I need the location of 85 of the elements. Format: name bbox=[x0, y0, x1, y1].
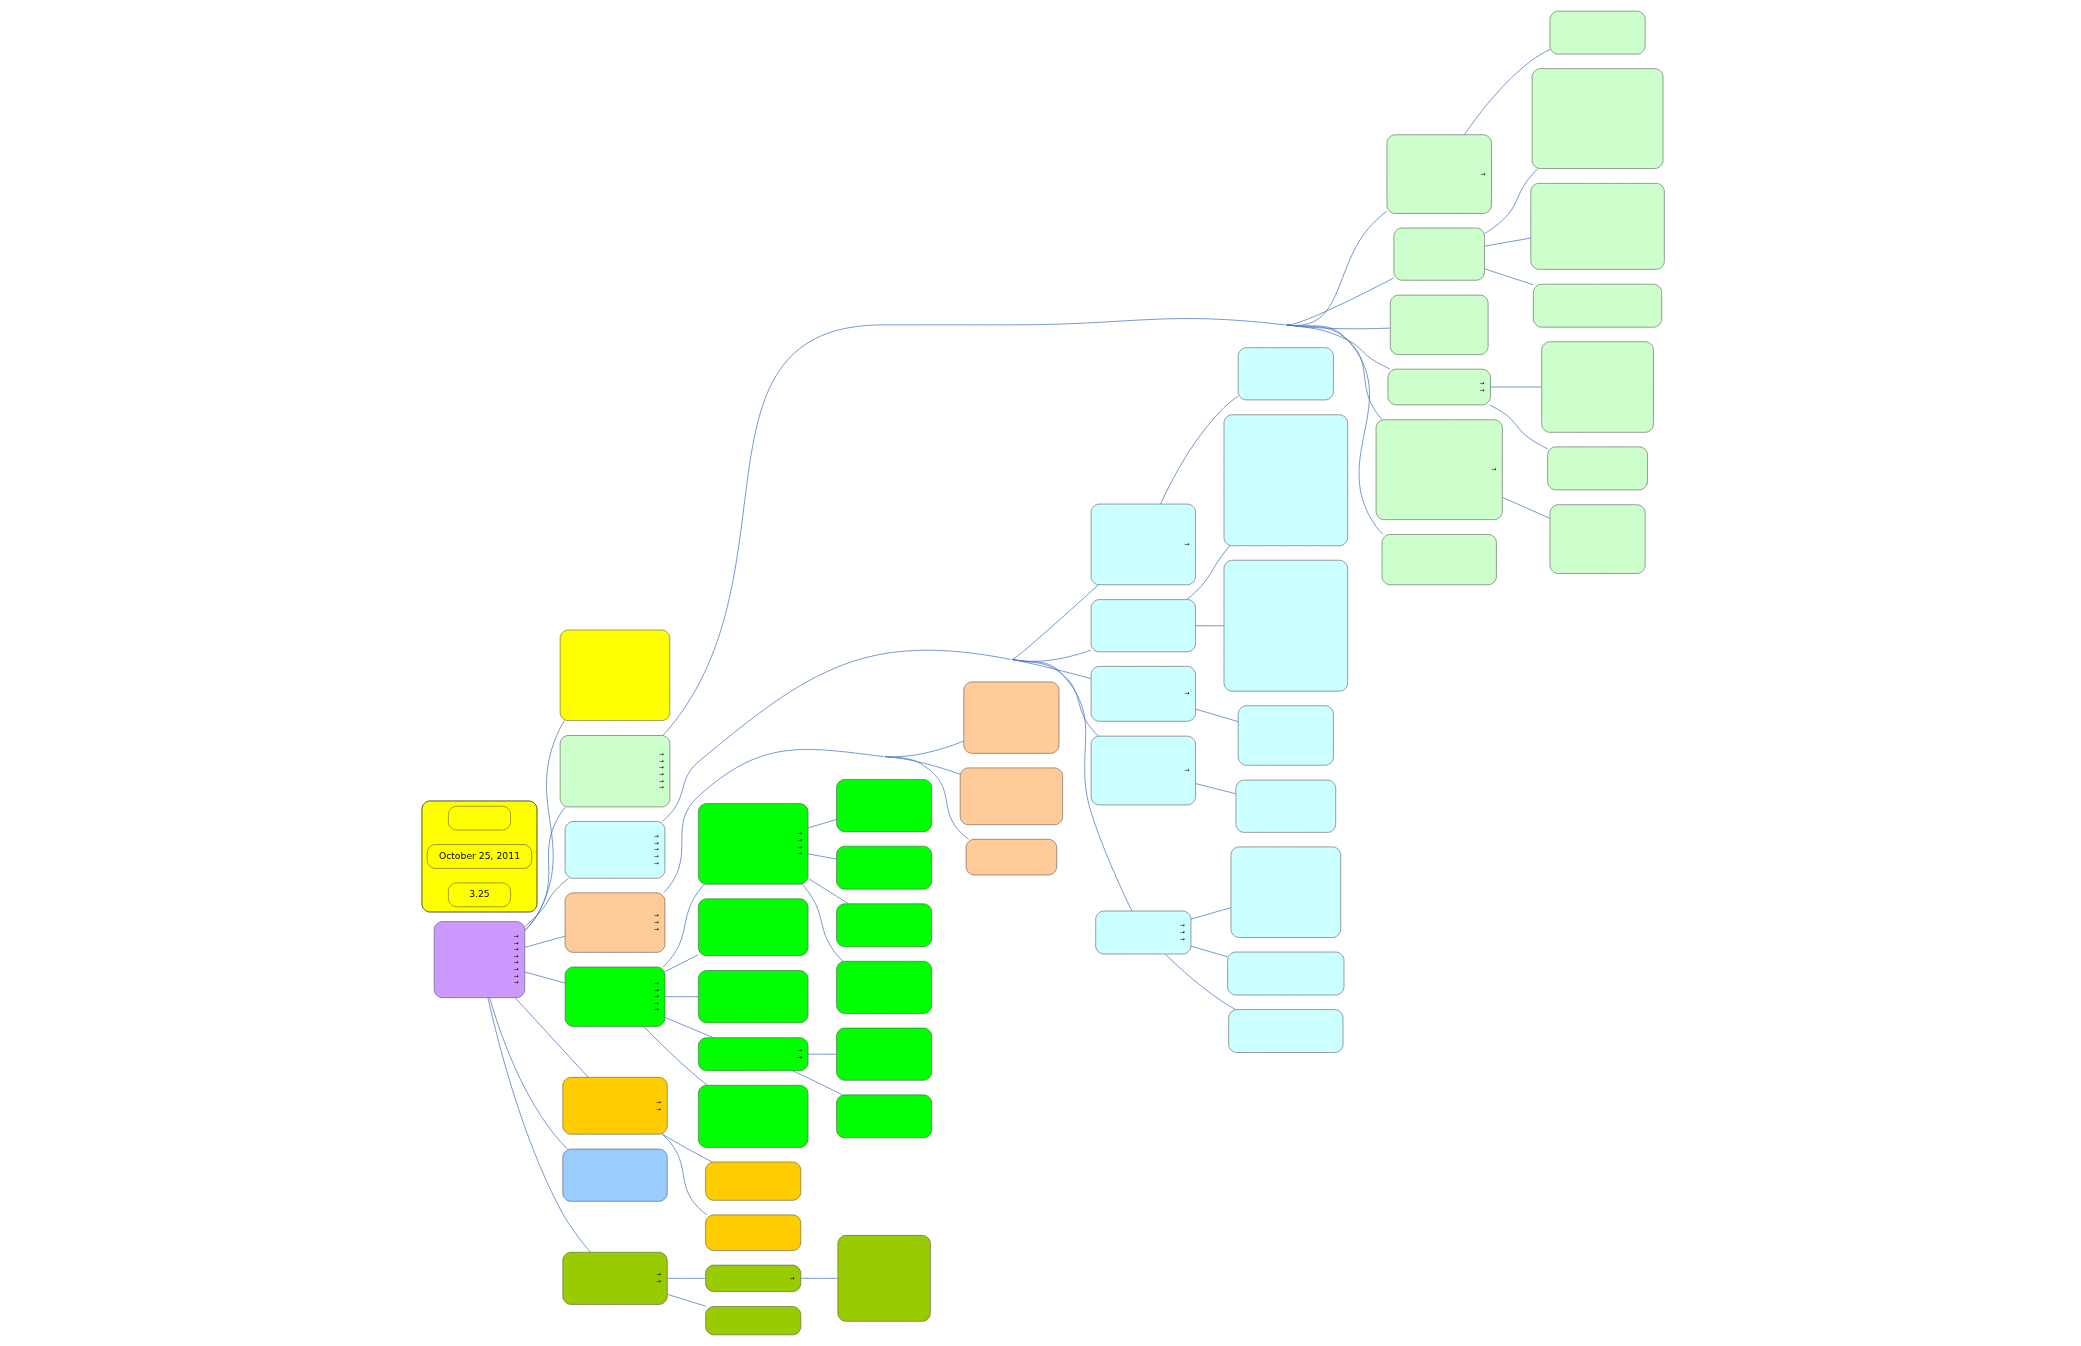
node-box bbox=[1390, 294, 1489, 355]
node-box bbox=[1549, 504, 1646, 574]
connector bbox=[1011, 584, 1099, 660]
node-box bbox=[836, 961, 932, 1014]
connector bbox=[664, 1017, 714, 1038]
connector bbox=[801, 884, 844, 962]
node-box bbox=[836, 903, 932, 947]
node-box bbox=[705, 1214, 802, 1251]
node-box bbox=[963, 681, 1060, 754]
node-box bbox=[705, 1161, 802, 1201]
node-box bbox=[836, 1094, 932, 1139]
connector bbox=[1160, 395, 1239, 505]
connector bbox=[643, 1026, 708, 1086]
connector bbox=[662, 883, 705, 968]
node-box bbox=[1533, 283, 1662, 328]
node-box bbox=[836, 845, 932, 890]
node-box bbox=[836, 1027, 932, 1081]
connector bbox=[524, 935, 566, 948]
node-box bbox=[1228, 1009, 1344, 1053]
node-box bbox=[1541, 341, 1654, 433]
node-box: 3.25 bbox=[448, 882, 511, 907]
connector bbox=[1164, 953, 1236, 1010]
connector bbox=[1484, 268, 1534, 286]
node-box bbox=[1237, 347, 1334, 401]
connector bbox=[1190, 945, 1228, 958]
node-box bbox=[448, 805, 511, 831]
connector bbox=[489, 997, 568, 1150]
connector bbox=[524, 971, 566, 984]
connector bbox=[664, 954, 699, 972]
node-box bbox=[1230, 846, 1341, 938]
node-box bbox=[1090, 599, 1196, 653]
connector bbox=[664, 996, 699, 998]
connector bbox=[1484, 168, 1539, 234]
connector bbox=[1490, 386, 1542, 388]
node-box bbox=[1235, 779, 1336, 833]
connector bbox=[524, 878, 569, 927]
connector bbox=[663, 749, 969, 894]
node-box bbox=[698, 970, 809, 1024]
node-box bbox=[965, 839, 1057, 876]
connector bbox=[524, 806, 566, 931]
connector bbox=[667, 1277, 706, 1279]
connector bbox=[792, 1070, 843, 1096]
node-box bbox=[698, 1085, 809, 1148]
node-box bbox=[1547, 446, 1648, 491]
connector bbox=[1186, 545, 1230, 600]
connector bbox=[1484, 237, 1532, 247]
node-box: October 25, 2011 bbox=[426, 844, 532, 869]
connector bbox=[1195, 783, 1237, 795]
node-box bbox=[1530, 183, 1665, 270]
connector bbox=[1464, 49, 1551, 136]
connector bbox=[667, 1293, 707, 1307]
connector bbox=[1195, 625, 1225, 627]
connector bbox=[1489, 404, 1548, 450]
node-box bbox=[559, 629, 671, 721]
node-box bbox=[698, 898, 809, 956]
connector bbox=[662, 318, 1384, 736]
connector bbox=[884, 756, 961, 775]
node-box bbox=[705, 1306, 802, 1336]
connector bbox=[487, 997, 591, 1253]
cluster bbox=[421, 800, 538, 913]
connector bbox=[800, 1277, 839, 1279]
connector bbox=[807, 878, 849, 905]
connector bbox=[524, 720, 565, 932]
node-box bbox=[1227, 951, 1345, 996]
connector bbox=[807, 853, 837, 860]
connector bbox=[807, 819, 837, 829]
node-box bbox=[562, 1148, 668, 1202]
connector bbox=[514, 997, 589, 1078]
node-box bbox=[959, 767, 1063, 825]
connector bbox=[1190, 907, 1232, 920]
connector bbox=[1502, 496, 1551, 519]
node-box bbox=[1549, 10, 1646, 55]
node-box bbox=[837, 1235, 931, 1322]
node-box bbox=[1381, 534, 1497, 585]
connector bbox=[1195, 708, 1239, 722]
node-box bbox=[1531, 68, 1664, 169]
node-box bbox=[1237, 705, 1334, 766]
node-box bbox=[1223, 560, 1348, 692]
connector bbox=[662, 650, 1133, 912]
node-box bbox=[1393, 227, 1485, 281]
node-box bbox=[1223, 414, 1348, 546]
connector bbox=[807, 1053, 837, 1055]
connector bbox=[1286, 277, 1395, 326]
node-box bbox=[836, 779, 932, 832]
connector bbox=[662, 1134, 708, 1216]
